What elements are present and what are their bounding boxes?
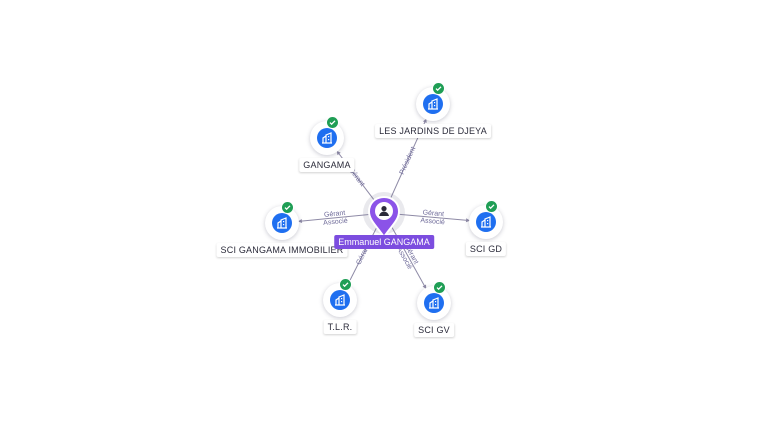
company-bubble[interactable]	[469, 200, 503, 239]
building-icon	[330, 290, 350, 310]
company-label[interactable]: GANGAMA	[299, 158, 355, 172]
company-label[interactable]: LES JARDINS DE DJEYA	[375, 124, 491, 138]
verified-check-icon	[339, 278, 352, 291]
company-bubble[interactable]	[417, 281, 451, 320]
verified-check-icon	[485, 200, 498, 213]
company-bubble[interactable]	[310, 116, 344, 155]
edge-arrow	[465, 218, 471, 223]
building-icon	[272, 213, 292, 233]
company-bubble[interactable]	[265, 201, 299, 240]
person-icon	[367, 196, 401, 239]
company-bubble[interactable]	[416, 82, 450, 121]
building-icon	[424, 293, 444, 313]
company-label[interactable]: SCI GANGAMA IMMOBILIER	[216, 243, 348, 257]
edge-role-label: Président	[399, 146, 418, 176]
company-label[interactable]: SCI GV	[414, 323, 454, 337]
edge-role-label: GérantAssocié	[420, 209, 446, 226]
edge-arrow	[336, 150, 341, 156]
edge-role-label: GérantAssocié	[322, 210, 348, 227]
edge-arrow	[297, 219, 303, 224]
verified-check-icon	[432, 82, 445, 95]
building-icon	[423, 94, 443, 114]
verified-check-icon	[281, 201, 294, 214]
company-label[interactable]: T.L.R.	[323, 320, 357, 334]
person-label[interactable]: Emmanuel GANGAMA	[334, 235, 434, 249]
building-icon	[476, 212, 496, 232]
company-label[interactable]: SCI GD	[465, 242, 507, 256]
verified-check-icon	[326, 116, 339, 129]
verified-check-icon	[433, 281, 446, 294]
company-bubble[interactable]	[323, 278, 357, 317]
building-icon	[317, 128, 337, 148]
